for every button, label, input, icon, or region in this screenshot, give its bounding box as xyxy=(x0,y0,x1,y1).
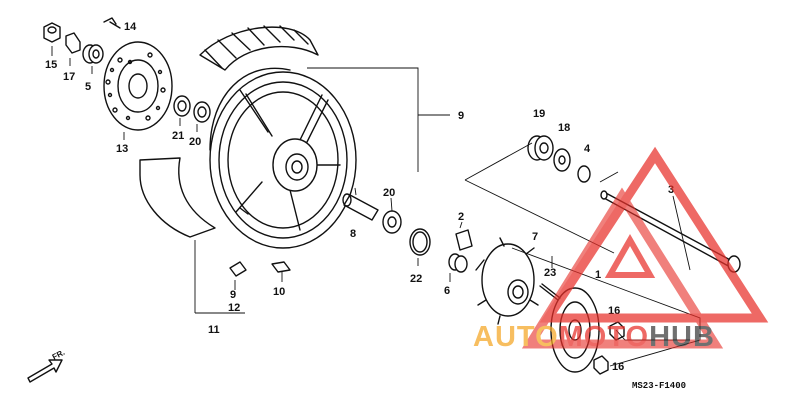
callout-2: 2 xyxy=(458,211,464,223)
tire xyxy=(199,25,319,71)
callout-19: 19 xyxy=(533,108,545,120)
callout-18: 18 xyxy=(558,122,570,134)
o-ring-22 xyxy=(409,228,431,256)
callout-6: 6 xyxy=(444,285,450,297)
bolt-14 xyxy=(103,17,121,29)
watermark-text-auto: AUTO xyxy=(473,321,559,353)
washer-17 xyxy=(65,32,81,54)
leader-lines xyxy=(51,46,701,367)
front-direction-arrow xyxy=(27,359,63,383)
callout-20-lower: 20 xyxy=(383,187,395,199)
callout-8: 8 xyxy=(350,228,356,240)
valve-9 xyxy=(229,261,247,277)
callout-17: 17 xyxy=(63,71,75,83)
bearing-21 xyxy=(173,95,191,117)
callout-15: 15 xyxy=(45,59,57,71)
callout-5: 5 xyxy=(85,81,91,93)
callout-23: 23 xyxy=(544,267,556,279)
callout-14: 14 xyxy=(124,21,137,33)
collar-5 xyxy=(82,44,104,64)
callout-22: 22 xyxy=(410,273,422,285)
callout-16-lower: 16 xyxy=(612,361,624,373)
collar-8 xyxy=(342,193,379,221)
callout-3: 3 xyxy=(668,184,674,196)
callout-21: 21 xyxy=(172,130,184,142)
callout-4: 4 xyxy=(584,143,591,155)
callout-11: 11 xyxy=(208,324,220,336)
callout-1: 1 xyxy=(595,269,601,281)
collar-6 xyxy=(448,253,468,273)
bearing-20b xyxy=(382,210,402,234)
nut-16b xyxy=(593,355,609,375)
diagram-code: MS23-F1400 xyxy=(632,381,686,391)
clip-10 xyxy=(271,261,291,273)
callout-9-lower: 9 xyxy=(230,289,236,301)
sprocket-1 xyxy=(550,287,600,373)
callout-13: 13 xyxy=(116,143,128,155)
seal-18 xyxy=(553,148,571,172)
collar-4 xyxy=(577,165,591,183)
svg-text:AUTOMOTOHUB: AUTOMOTOHUB xyxy=(473,321,715,353)
bearing-20a xyxy=(193,101,211,123)
front-direction-label: FR. xyxy=(51,348,67,362)
mudguard xyxy=(139,157,216,238)
callout-9-upper: 9 xyxy=(458,110,464,122)
callout-10: 10 xyxy=(273,286,285,298)
wheel-rim xyxy=(209,67,357,249)
callout-7: 7 xyxy=(532,231,538,243)
callout-20-upper: 20 xyxy=(189,136,201,148)
watermark-logo: AUTOMOTOHUB xyxy=(473,146,769,353)
watermark-text-moto: MOTO xyxy=(559,321,649,353)
final-driven-flange xyxy=(475,237,539,325)
brake-disc xyxy=(103,41,173,131)
damper-2 xyxy=(455,229,473,251)
bearing-19 xyxy=(527,135,554,161)
watermark-triangle-icon xyxy=(521,146,769,349)
callout-labels: 1 2 3 4 5 6 7 8 9 9 10 11 12 13 14 15 16… xyxy=(45,21,674,373)
watermark-text-hub: HUB xyxy=(649,321,715,353)
callout-12: 12 xyxy=(228,302,240,314)
